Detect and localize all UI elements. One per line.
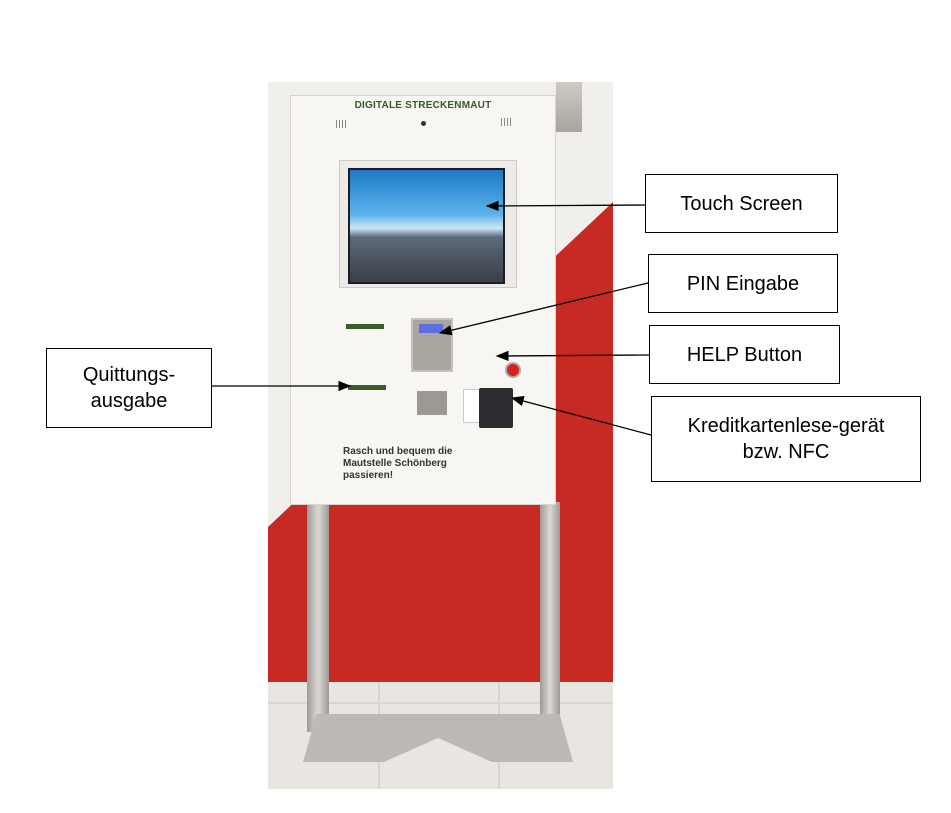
help-button[interactable] [505, 362, 521, 378]
slot-upper [346, 324, 384, 329]
slogan-line: Mautstelle Schönberg [343, 458, 447, 469]
ceiling-lamp [556, 82, 582, 132]
slogan-line: passieren! [343, 470, 394, 481]
arrow-pin [438, 282, 649, 336]
camera-icon [421, 121, 426, 126]
slogan-line: Rasch und bequem die [343, 446, 453, 457]
label-receipt-output: Quittungs- ausgabe [46, 348, 212, 428]
pin-display [419, 324, 443, 333]
screen-bezel [339, 160, 517, 288]
arrow-card-reader [510, 395, 652, 436]
card-slot[interactable] [417, 391, 447, 415]
card-reader-nfc[interactable] [479, 388, 513, 428]
arrow-touch-screen [485, 200, 646, 212]
right-post [540, 502, 560, 732]
kiosk-title: DIGITALE STRECKENMAUT [354, 100, 492, 111]
label-text: Quittungs- [82, 364, 176, 386]
kiosk-photo: DIGITALE STRECKENMAUT Rasch und bequem d… [268, 82, 613, 789]
label-text: Kreditkartenlese-gerät [687, 415, 885, 437]
label-pin-entry: PIN Eingabe [648, 254, 838, 313]
label-help-button: HELP Button [649, 325, 840, 384]
label-touch-screen: Touch Screen [645, 174, 838, 233]
label-text: Touch Screen [680, 192, 803, 215]
arrow-help [495, 350, 650, 362]
label-text: bzw. NFC [742, 441, 830, 463]
speaker-icon [501, 118, 513, 126]
kiosk-body: DIGITALE STRECKENMAUT Rasch und bequem d… [290, 95, 556, 505]
touch-screen[interactable] [348, 168, 505, 284]
speaker-icon [336, 120, 348, 128]
left-post [307, 502, 329, 732]
receipt-slot[interactable] [348, 385, 386, 390]
label-text: ausgabe [90, 390, 168, 412]
label-text: HELP Button [686, 343, 803, 366]
label-card-reader: Kreditkartenlese-gerät bzw. NFC [651, 396, 921, 482]
label-text: PIN Eingabe [686, 272, 800, 295]
kiosk-slogan: Rasch und bequem die Mautstelle Schönber… [343, 446, 452, 482]
